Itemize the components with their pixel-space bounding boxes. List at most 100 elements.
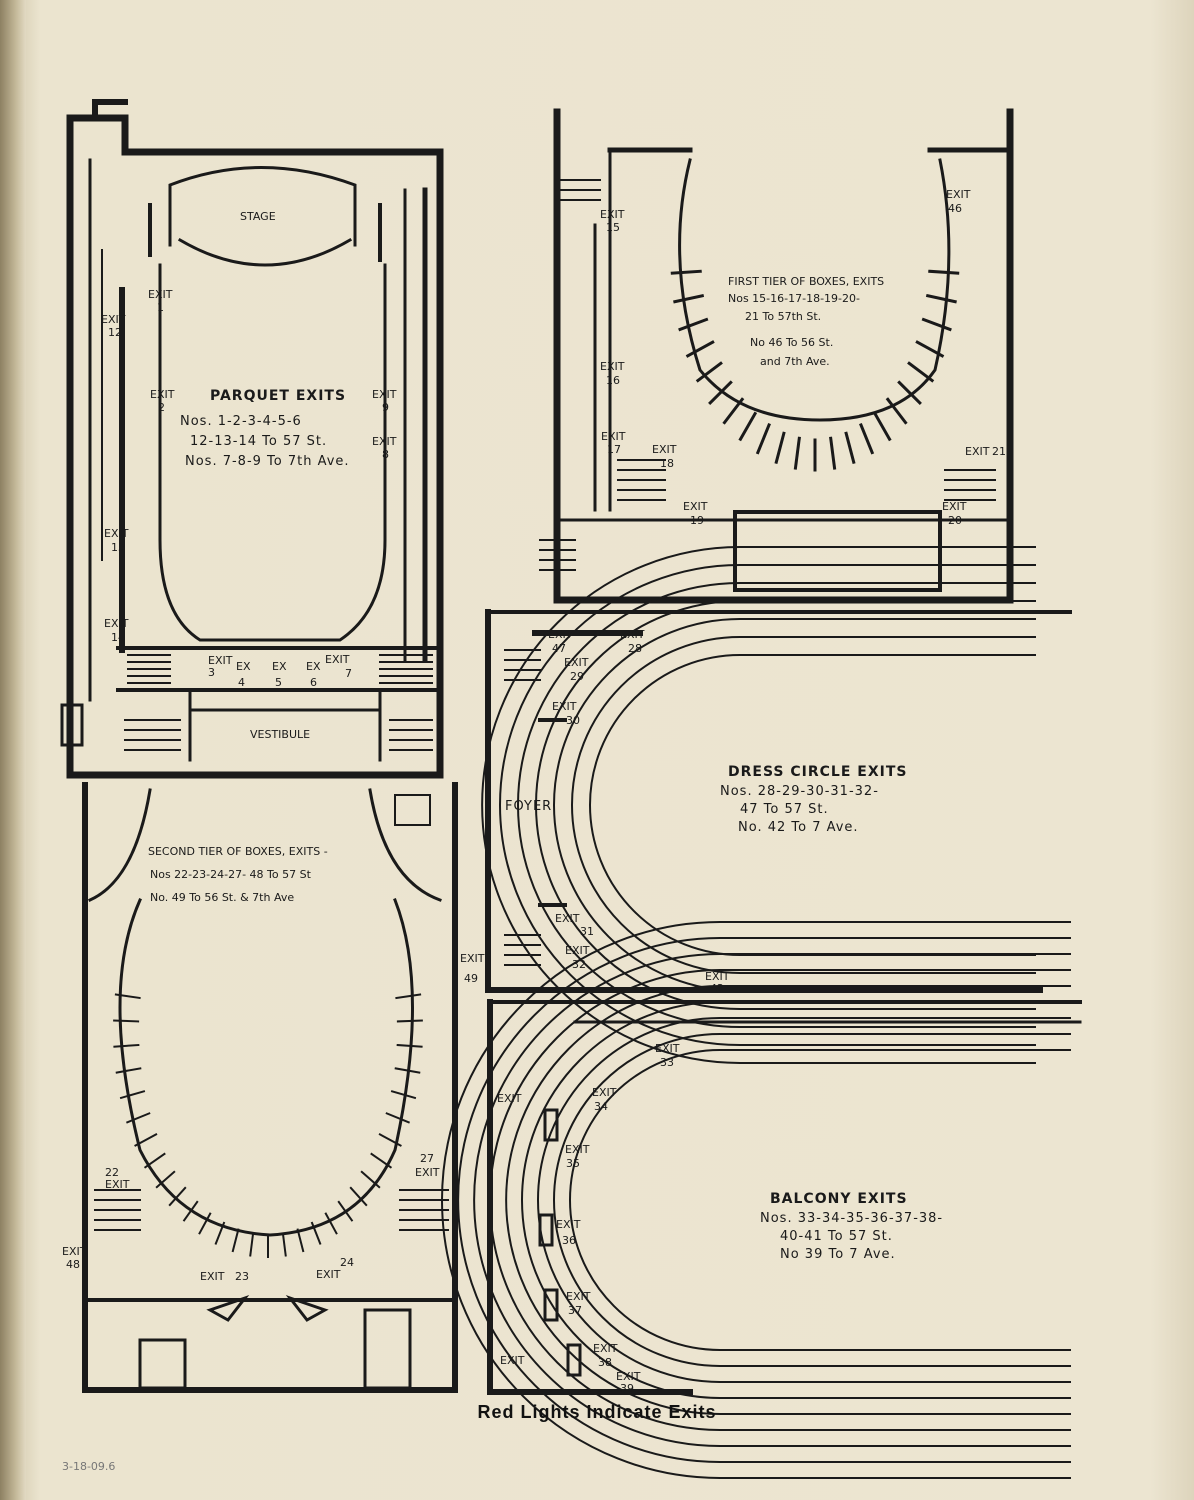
box-divider xyxy=(134,1132,158,1147)
first-tier-labels: FIRST TIER OF BOXES, EXITS Nos 15-16-17-… xyxy=(600,188,1006,527)
dress-circle-title: DRESS CIRCLE EXITS xyxy=(728,764,907,780)
box-divider xyxy=(119,1090,146,1100)
exit-label: EXIT xyxy=(101,313,126,326)
exit-label: EXIT xyxy=(620,628,645,641)
exit-number: 8 xyxy=(382,448,389,461)
box-divider xyxy=(115,1067,142,1074)
second-tier-line-2: No. 49 To 56 St. & 7th Ave xyxy=(150,891,294,904)
exit-number: 2 xyxy=(158,401,165,414)
balcony-plan xyxy=(441,921,1082,1479)
box-divider xyxy=(370,1152,393,1169)
balcony-line-1: Nos. 33-34-35-36-37-38- xyxy=(760,1211,943,1226)
box-divider xyxy=(829,436,837,470)
seating-ring xyxy=(473,953,1071,1447)
balcony-line-3: No 39 To 7 Ave. xyxy=(780,1247,896,1262)
stage-label: STAGE xyxy=(240,210,276,223)
parquet-title: PARQUET EXITS xyxy=(210,388,346,404)
exit-label: EXIT xyxy=(556,1218,581,1231)
second-tier-labels: SECOND TIER OF BOXES, EXITS - Nos 22-23-… xyxy=(62,845,485,1283)
exit-label: EXIT xyxy=(566,1290,591,1303)
seating-ring xyxy=(537,1017,1071,1383)
box-divider xyxy=(695,361,723,383)
box-divider xyxy=(198,1212,212,1235)
box-divider xyxy=(126,1112,151,1124)
parquet-line-1: Nos. 1-2-3-4-5-6 xyxy=(180,414,302,429)
exit-number: 19 xyxy=(690,514,704,527)
exit-label: EXIT xyxy=(552,700,577,713)
exit-label: EXIT xyxy=(652,443,677,456)
box-divider xyxy=(324,1212,338,1235)
exit-label: EXIT xyxy=(555,912,580,925)
second-tier-line-1: Nos 22-23-24-27- 48 To 57 St xyxy=(150,868,312,881)
parquet-plan xyxy=(60,99,444,779)
seating-ring xyxy=(517,582,1036,1028)
box-divider xyxy=(390,1090,417,1100)
second-tier-plan xyxy=(82,782,458,1393)
box-divider xyxy=(385,1112,410,1124)
box-divider xyxy=(915,340,945,358)
box-divider xyxy=(928,269,960,275)
dress-circle-line-3: No. 42 To 7 Ave. xyxy=(738,820,859,835)
dress-circle-line-1: Nos. 28-29-30-31-32- xyxy=(720,784,879,799)
exit-number: 4 xyxy=(238,676,245,689)
exit-label: EXIT xyxy=(600,208,625,221)
exit-number: 28 xyxy=(628,642,642,655)
box-divider xyxy=(685,340,715,358)
box-divider xyxy=(921,317,952,332)
box-divider xyxy=(755,423,771,455)
exit-number: 35 xyxy=(566,1157,580,1170)
second-tier-title: SECOND TIER OF BOXES, EXITS - xyxy=(148,845,328,858)
exit-label: EXIT xyxy=(500,1354,525,1367)
exit-label: EX xyxy=(306,660,321,673)
exit-number: 46 xyxy=(948,202,962,215)
exit-label: EXIT xyxy=(316,1268,341,1281)
box-divider xyxy=(155,1170,176,1189)
box-divider xyxy=(143,1152,166,1169)
exit-label: EXIT xyxy=(593,1342,618,1355)
exit-label: EXIT xyxy=(325,653,350,666)
caption: Red Lights Indicate Exits xyxy=(477,1402,717,1422)
box-divider xyxy=(395,993,422,1000)
box-divider xyxy=(774,431,786,464)
balcony-line-2: 40-41 To 57 St. xyxy=(780,1229,893,1244)
seating-ring xyxy=(505,985,1071,1415)
exit-number: 37 xyxy=(568,1304,582,1317)
exit-number: 24 xyxy=(340,1256,354,1269)
exit-number: 34 xyxy=(594,1100,608,1113)
box-divider xyxy=(872,411,892,442)
exit-label: EXIT xyxy=(62,1245,87,1258)
box-divider xyxy=(722,397,745,425)
exit-label: EXIT xyxy=(942,500,967,513)
exit-number: 29 xyxy=(570,670,584,683)
seating-ring xyxy=(441,921,1071,1479)
pencil-note: 3-18-09.6 xyxy=(62,1460,116,1473)
exit-label: EXIT xyxy=(200,1270,225,1283)
parquet-line-3: Nos. 7-8-9 To 7th Ave. xyxy=(185,454,350,469)
first-tier-line-1: Nos 15-16-17-18-19-20- xyxy=(728,292,860,305)
box-divider xyxy=(231,1228,240,1253)
exit-label: EXIT xyxy=(105,1178,130,1191)
exit-number: 16 xyxy=(606,374,620,387)
exit-label: EXIT xyxy=(600,360,625,373)
exit-number: 17 xyxy=(607,443,621,456)
box-divider xyxy=(349,1186,368,1207)
exit-label: EXIT xyxy=(705,970,730,983)
seating-ring xyxy=(481,546,1036,1064)
box-divider xyxy=(114,993,141,1000)
exit-label: EXIT xyxy=(683,500,708,513)
foyer-label: FOYER xyxy=(505,799,552,814)
exit-label: EXIT xyxy=(148,288,173,301)
exit-number: 18 xyxy=(660,457,674,470)
seating-ring xyxy=(457,937,1071,1463)
seating-ring xyxy=(553,1033,1071,1367)
box-divider xyxy=(885,397,908,425)
box-divider xyxy=(310,1221,322,1245)
exit-number: 38 xyxy=(598,1356,612,1369)
exit-number: 21 xyxy=(992,445,1006,458)
balcony-labels: BALCONY EXITS Nos. 33-34-35-36-37-38- 40… xyxy=(497,1042,943,1395)
exit-label: EXIT xyxy=(497,1092,522,1105)
exit-label: EXIT xyxy=(372,435,397,448)
dress-circle-line-2: 47 To 57 St. xyxy=(740,802,829,817)
exit-number: 47 xyxy=(552,642,566,655)
exit-number: 1 xyxy=(157,301,164,314)
